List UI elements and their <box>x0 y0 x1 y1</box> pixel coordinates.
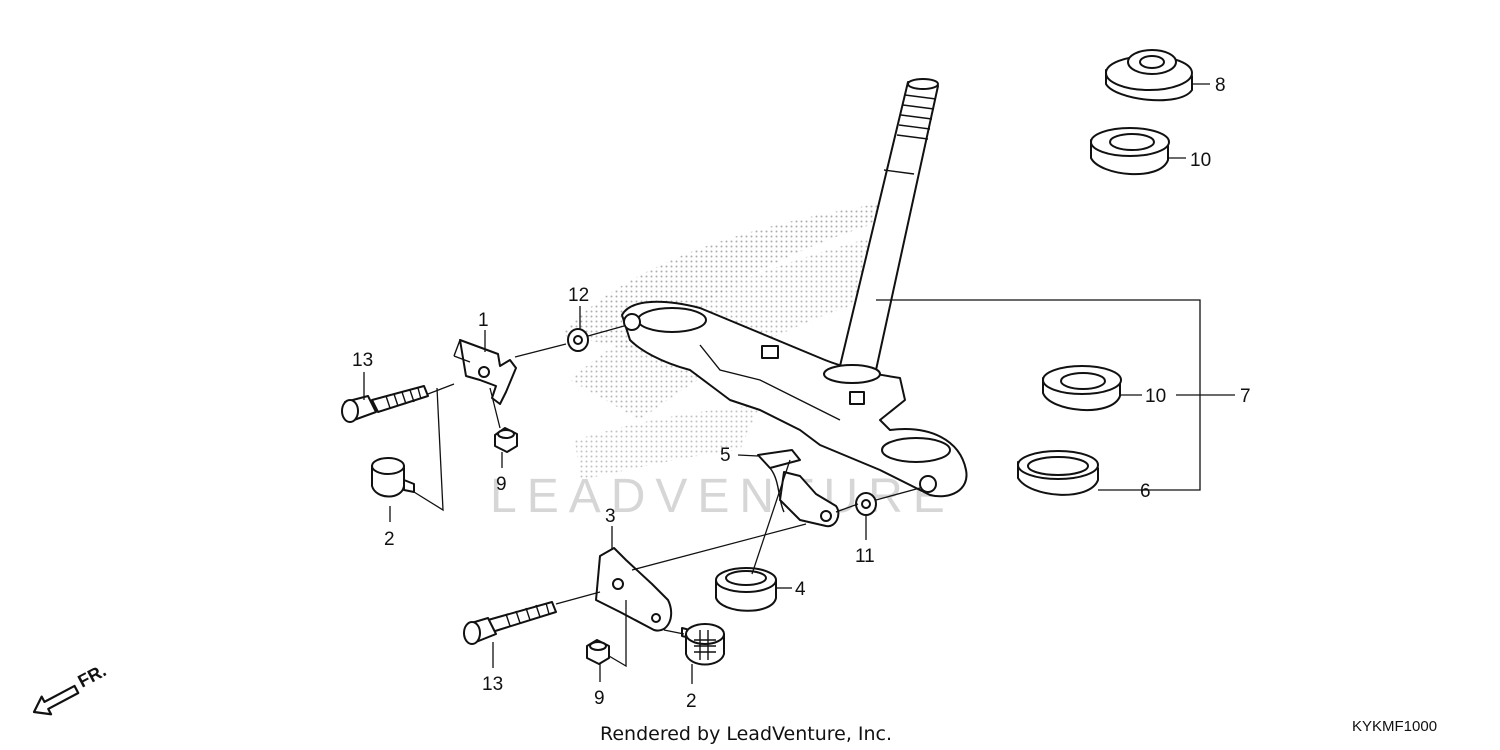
part-9-upper-nut <box>494 427 518 453</box>
callout-9-lower: 9 <box>594 688 605 709</box>
callout-9-upper: 9 <box>496 474 507 495</box>
part-10-lower-dust-seal <box>1042 365 1122 412</box>
footer-credit: Rendered by LeadVenture, Inc. <box>600 723 892 745</box>
callout-10-lower: 10 <box>1145 386 1166 407</box>
part-1-bracket <box>453 339 517 405</box>
leader-lines <box>413 299 1235 668</box>
part-2-lower-grommet <box>681 623 725 666</box>
front-direction-label: FR. <box>74 660 109 691</box>
part-9-lower-nut <box>586 639 610 665</box>
part-4-grommet <box>715 567 777 612</box>
part-10-upper-dust-seal <box>1090 127 1170 176</box>
callout-4: 4 <box>795 579 806 600</box>
diagram-code: KYKMF1000 <box>1352 718 1437 735</box>
callout-7: 7 <box>1240 386 1251 407</box>
steering-stem-bracket <box>621 300 968 498</box>
callout-10-upper: 10 <box>1190 150 1211 171</box>
callout-13-lower: 13 <box>482 674 503 695</box>
part-8-stem-nut <box>1105 49 1193 102</box>
part-2-upper-grommet <box>371 457 415 498</box>
callout-6: 6 <box>1140 481 1151 502</box>
callout-2-lower: 2 <box>686 691 697 712</box>
part-5-clip <box>757 449 801 513</box>
callout-2-upper: 2 <box>384 529 395 550</box>
part-12-washer <box>567 328 589 352</box>
callout-1: 1 <box>478 310 489 331</box>
callout-12: 12 <box>568 285 589 306</box>
callout-13-upper: 13 <box>352 350 373 371</box>
part-3-bracket <box>595 547 673 632</box>
front-direction-arrow-icon <box>32 684 80 716</box>
callout-8: 8 <box>1215 75 1226 96</box>
callout-3: 3 <box>605 506 616 527</box>
part-13-upper-bolt <box>341 385 429 423</box>
part-6-bearing-race <box>1017 450 1099 496</box>
part-13-lower-bolt <box>463 601 557 645</box>
cable-stay <box>779 471 840 528</box>
watermark-text: LEADVENTURE <box>490 470 955 523</box>
callout-11: 11 <box>855 546 875 567</box>
callout-ticks <box>363 83 1210 684</box>
callout-5: 5 <box>720 445 731 466</box>
part-11-washer <box>855 492 877 516</box>
